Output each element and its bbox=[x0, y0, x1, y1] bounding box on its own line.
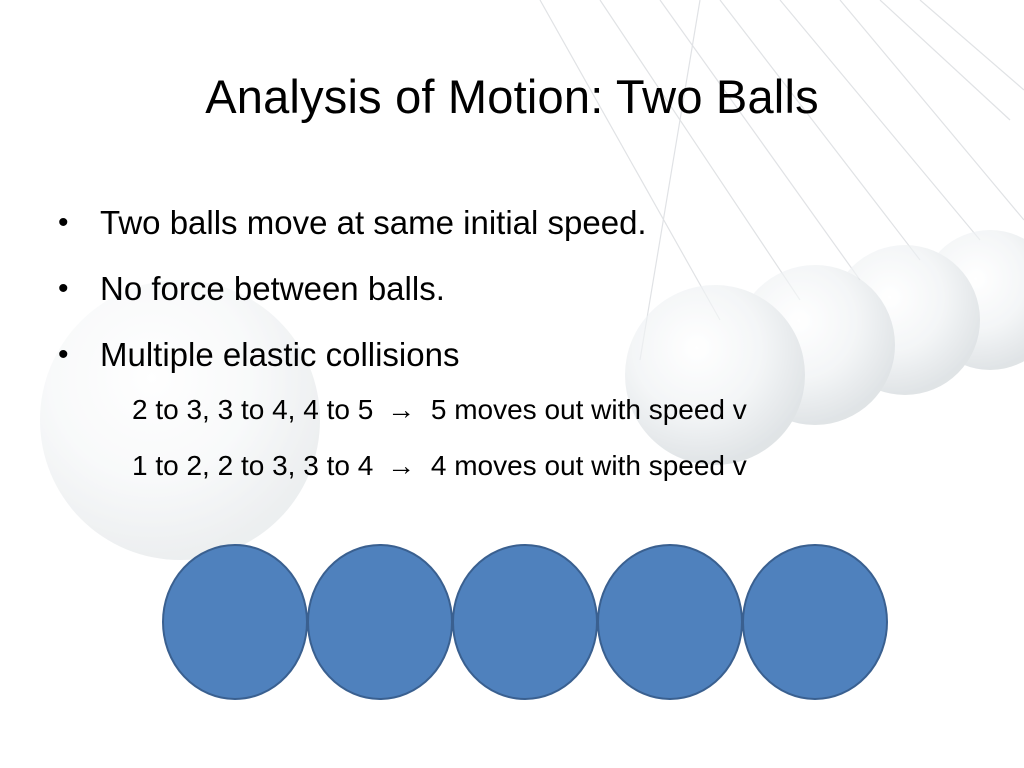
collision-steps: 1 to 2, 2 to 3, 3 to 4 bbox=[132, 450, 374, 481]
arrow-right-icon: → bbox=[387, 450, 416, 481]
arrow-right-icon: → bbox=[387, 394, 416, 425]
bullet-text: Two balls move at same initial speed. bbox=[100, 204, 647, 241]
bullet-list: • Two balls move at same initial speed. … bbox=[58, 190, 647, 388]
collision-result: 5 moves out with speed v bbox=[430, 394, 747, 425]
collision-sequence-line: 1 to 2, 2 to 3, 3 to 4 → 4 moves out wit… bbox=[132, 438, 747, 494]
slide-title: Analysis of Motion: Two Balls bbox=[205, 70, 819, 123]
bullet-item: • No force between balls. bbox=[58, 256, 647, 322]
bullet-icon: • bbox=[58, 338, 69, 371]
collision-steps: 2 to 3, 3 to 4, 4 to 5 bbox=[132, 394, 374, 425]
bullet-text: Multiple elastic collisions bbox=[100, 336, 460, 373]
bullet-item: • Two balls move at same initial speed. bbox=[58, 190, 647, 256]
bullet-icon: • bbox=[58, 206, 69, 239]
collision-result: 4 moves out with speed v bbox=[430, 450, 747, 481]
bullet-icon: • bbox=[58, 272, 69, 305]
collision-sequence-line: 2 to 3, 3 to 4, 4 to 5 → 5 moves out wit… bbox=[132, 382, 747, 438]
bullet-item: • Multiple elastic collisions bbox=[58, 322, 647, 388]
collision-sequence-list: 2 to 3, 3 to 4, 4 to 5 → 5 moves out wit… bbox=[132, 382, 747, 494]
bullet-text: No force between balls. bbox=[100, 270, 445, 307]
